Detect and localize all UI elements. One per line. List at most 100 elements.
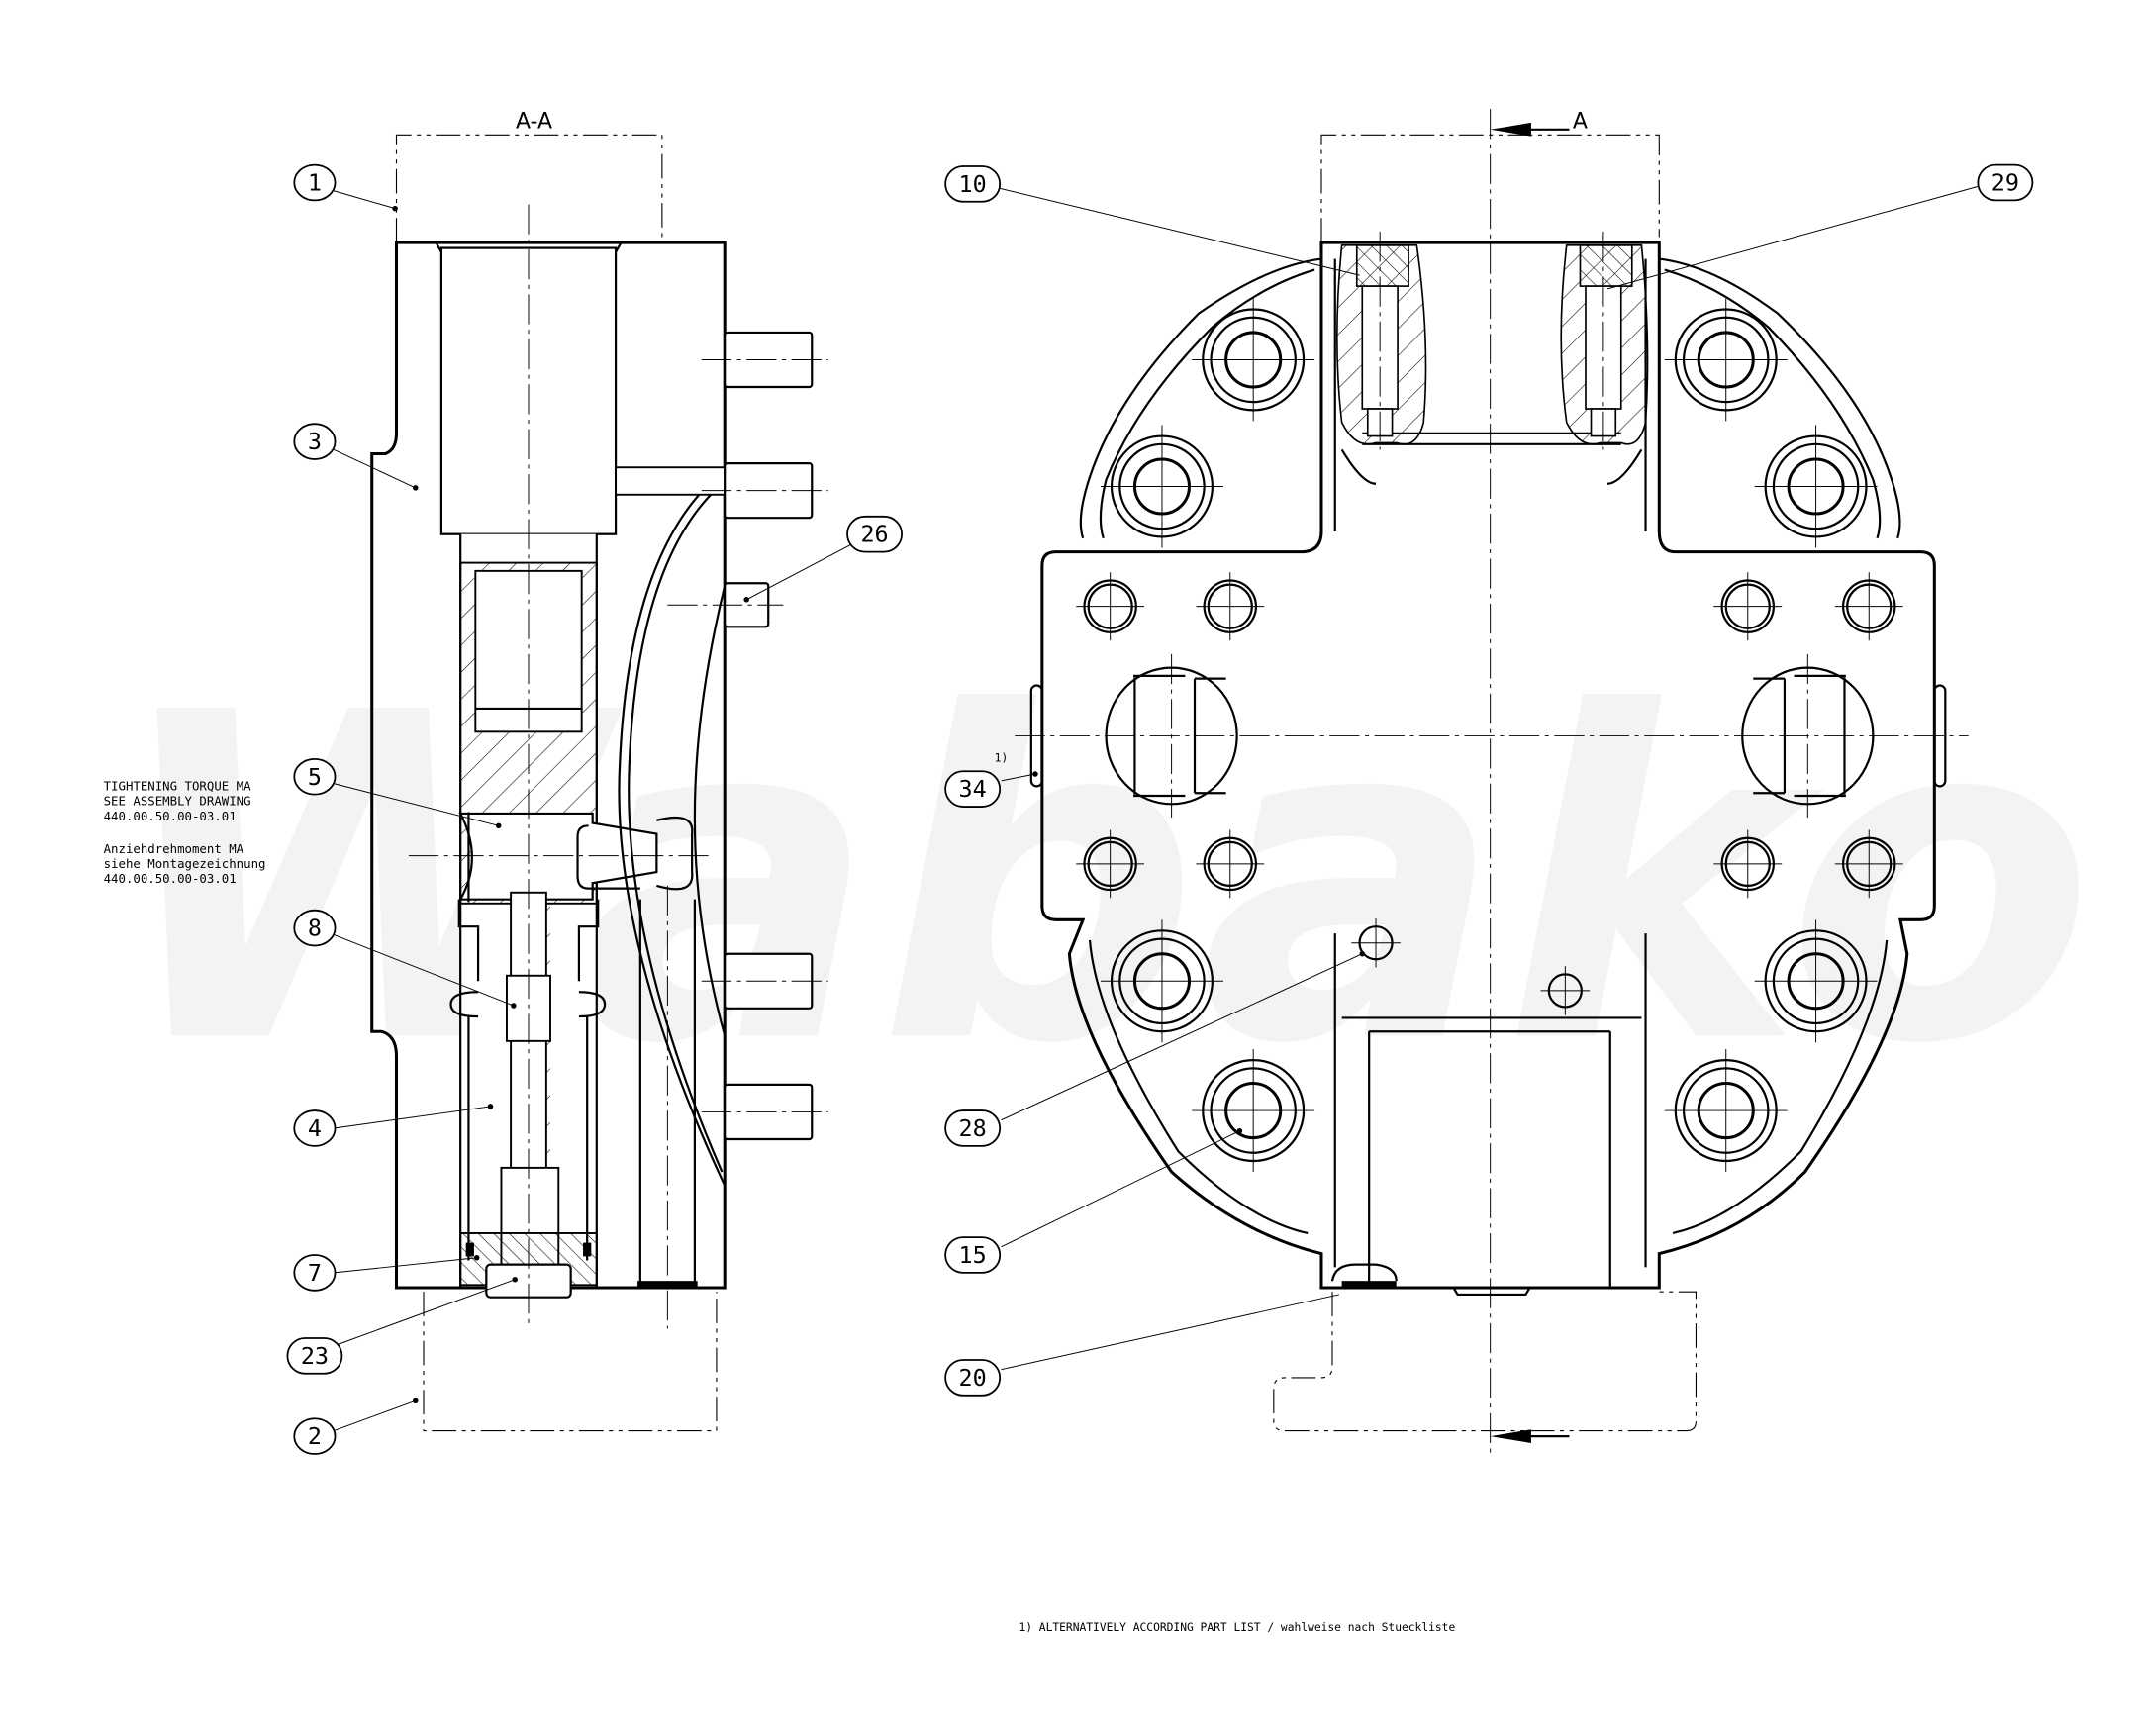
leader-lines bbox=[333, 184, 1983, 1432]
balloon-15: 15 bbox=[944, 1236, 1002, 1274]
side-plug-34 bbox=[1029, 684, 1043, 788]
part-5-head bbox=[656, 816, 694, 891]
section-view-a-a: A-A bbox=[370, 109, 828, 1432]
balloon-34: 34 bbox=[944, 770, 1002, 808]
inner-walls bbox=[467, 1016, 589, 1261]
small-hole bbox=[1834, 572, 1903, 641]
upper-right-ear-inner bbox=[1664, 268, 1882, 539]
balloon-3: 3 bbox=[293, 423, 337, 460]
bottom-channel bbox=[1341, 1016, 1642, 1289]
note-line: Anziehdrehmoment MA bbox=[104, 842, 244, 856]
small-hole bbox=[1713, 572, 1783, 641]
o-ring-left bbox=[465, 1242, 474, 1257]
phantom-outline-bottom bbox=[423, 1292, 718, 1432]
svg-text:8: 8 bbox=[308, 915, 322, 942]
housing-body bbox=[370, 241, 727, 1290]
small-holes bbox=[1076, 572, 1903, 1015]
svg-text:23: 23 bbox=[301, 1342, 329, 1370]
top-bolt-left bbox=[1335, 232, 1427, 450]
svg-text:7: 7 bbox=[308, 1259, 322, 1287]
balloon-1: 1 bbox=[293, 163, 337, 202]
bolt-hole bbox=[1664, 1049, 1788, 1173]
bolt-hole bbox=[1101, 425, 1223, 548]
svg-text:4: 4 bbox=[308, 1114, 322, 1142]
section-arrow-top bbox=[1490, 122, 1531, 137]
port-right bbox=[1741, 653, 1875, 819]
balloon-26: 26 bbox=[846, 515, 903, 553]
bolt-hole bbox=[1664, 298, 1788, 422]
svg-text:34: 34 bbox=[959, 775, 987, 803]
curved-channel-outer bbox=[618, 469, 727, 1187]
svg-text:10: 10 bbox=[959, 170, 987, 198]
part-5-slot bbox=[576, 824, 640, 890]
small-hole bbox=[1196, 829, 1265, 899]
phantom-bottom bbox=[1273, 1291, 1698, 1432]
bolt-hole bbox=[1754, 425, 1878, 548]
note-line: 440.00.50.00-03.01 bbox=[104, 810, 237, 823]
grooves bbox=[449, 991, 607, 1018]
svg-text:1: 1 bbox=[308, 168, 322, 196]
bolt-hole bbox=[1101, 919, 1223, 1043]
svg-text:26: 26 bbox=[860, 521, 888, 548]
note-line: SEE ASSEMBLY DRAWING bbox=[104, 795, 251, 809]
footnote: 1) ALTERNATIVELY ACCORDING PART LIST / w… bbox=[1019, 1621, 1455, 1634]
vertical-drill bbox=[638, 899, 697, 1286]
top-fillets bbox=[1340, 448, 1643, 485]
balloon-2: 2 bbox=[293, 1417, 337, 1455]
bottom-plug-fill bbox=[1341, 1281, 1397, 1287]
note-line: TIGHTENING TORQUE MA bbox=[104, 780, 252, 794]
watermark-logo: Wabako bbox=[109, 619, 2094, 1142]
lower-left-ear-inner bbox=[1088, 939, 1309, 1235]
svg-text:5: 5 bbox=[308, 763, 322, 791]
bolt-hole bbox=[1754, 919, 1878, 1043]
balloon-28: 28 bbox=[944, 1109, 1002, 1147]
upper-left-ear-inner bbox=[1099, 268, 1315, 539]
balloon-29: 29 bbox=[1977, 163, 2034, 202]
section-marker-top: A bbox=[1573, 109, 1588, 134]
small-hole bbox=[1540, 966, 1591, 1015]
small-hole bbox=[1196, 572, 1265, 641]
port-left bbox=[1105, 653, 1238, 819]
upper-left-ear bbox=[1079, 257, 1322, 539]
curved-channel-inner bbox=[628, 482, 724, 1173]
footnote-marker: 1) bbox=[995, 752, 1009, 765]
plan-view: A bbox=[995, 109, 1969, 1459]
balloon-8: 8 bbox=[293, 909, 337, 947]
svg-text:15: 15 bbox=[959, 1241, 987, 1269]
section-arrow-bottom bbox=[1490, 1429, 1531, 1443]
bolt-hole bbox=[1192, 298, 1315, 422]
side-plug-right bbox=[1933, 684, 1947, 788]
lower-right-ear-inner bbox=[1672, 939, 1889, 1235]
balloon-7: 7 bbox=[293, 1254, 337, 1292]
torque-note: TIGHTENING TORQUE MA SEE ASSEMBLY DRAWIN… bbox=[104, 780, 266, 887]
studs bbox=[667, 331, 828, 1141]
svg-text:3: 3 bbox=[308, 428, 322, 455]
drill-plug bbox=[637, 1281, 698, 1289]
large-bolt-holes bbox=[1101, 298, 1878, 1173]
bottom-nub bbox=[1452, 1287, 1531, 1297]
phantom-outline-top bbox=[395, 134, 663, 243]
bolt-hole bbox=[1192, 1049, 1315, 1173]
bore-chamfer bbox=[435, 241, 623, 253]
note-line: siehe Montagezeichnung bbox=[104, 857, 266, 871]
balloon-5: 5 bbox=[293, 757, 337, 796]
svg-text:29: 29 bbox=[1991, 168, 2019, 196]
svg-text:28: 28 bbox=[959, 1114, 987, 1142]
small-hole bbox=[1076, 829, 1145, 899]
svg-text:2: 2 bbox=[308, 1422, 322, 1450]
hole-28 bbox=[1351, 917, 1401, 968]
svg-text:20: 20 bbox=[959, 1364, 987, 1392]
small-hole bbox=[1713, 829, 1783, 899]
note-line: 440.00.50.00-03.01 bbox=[104, 872, 237, 886]
curved-channel-back bbox=[693, 585, 727, 1036]
housing-outline bbox=[1040, 241, 1936, 1290]
watermark-text: Wabako bbox=[109, 619, 2094, 1142]
section-title: A-A bbox=[516, 109, 552, 134]
balloon-4: 4 bbox=[293, 1109, 337, 1147]
balloon-10: 10 bbox=[944, 165, 1002, 203]
balloon-23: 23 bbox=[286, 1337, 343, 1375]
sleeve-outline bbox=[457, 899, 600, 982]
upper-right-ear bbox=[1659, 257, 1901, 539]
small-hole bbox=[1076, 572, 1145, 641]
